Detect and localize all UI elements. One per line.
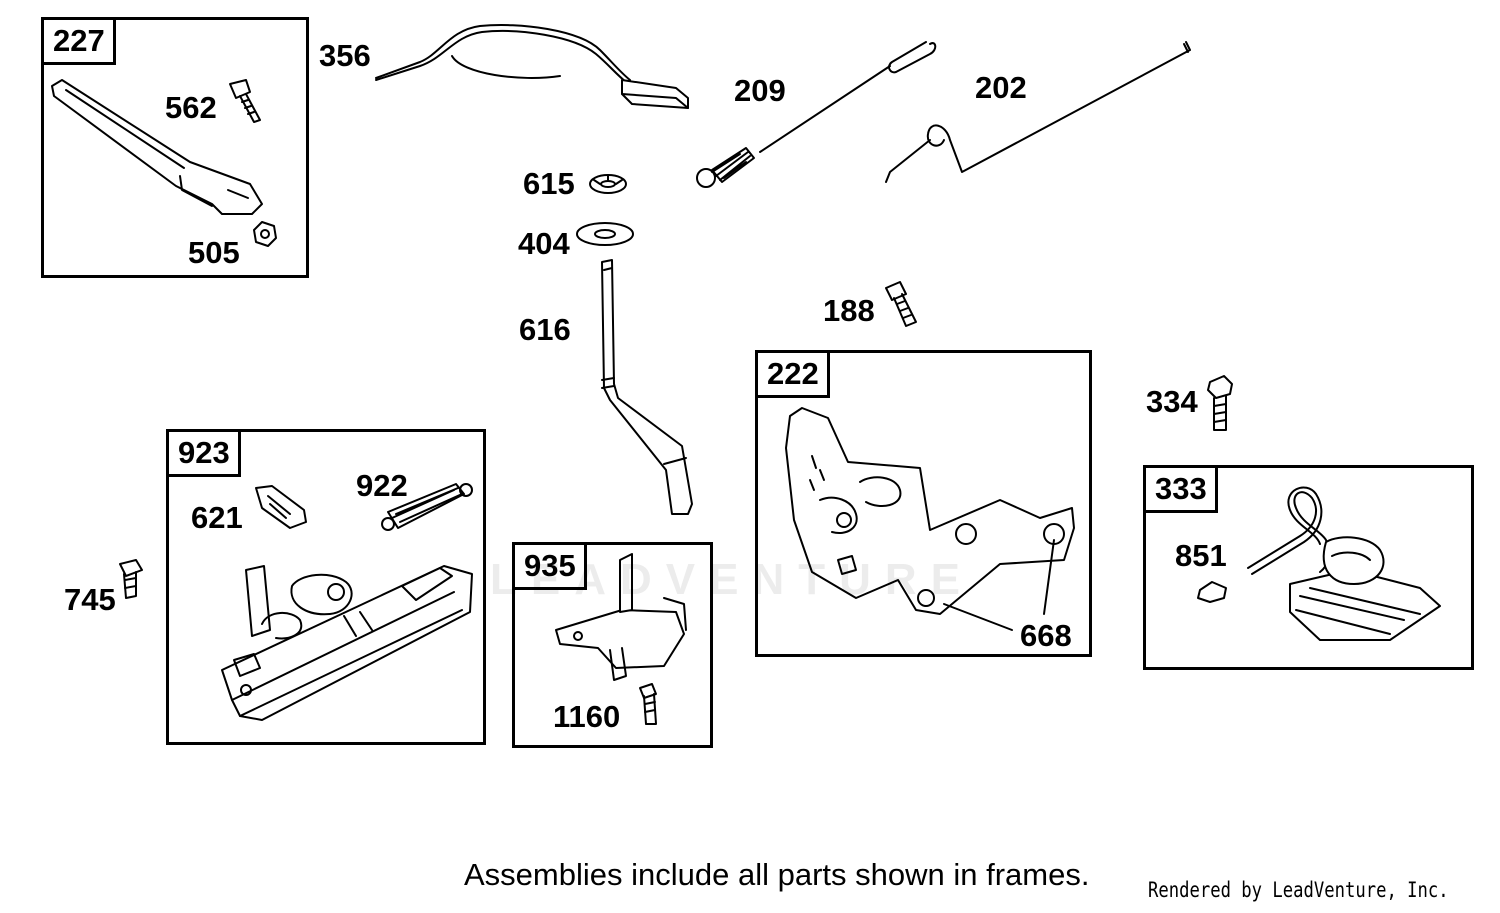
callout-188: 188 bbox=[823, 293, 875, 328]
frame-227-tag: 227 bbox=[41, 17, 116, 65]
render-credit: Rendered by LeadVenture, Inc. bbox=[1148, 878, 1449, 902]
callout-668: 668 bbox=[1020, 618, 1072, 653]
frame-935-tag: 935 bbox=[512, 542, 587, 590]
governor-lever-part bbox=[52, 80, 262, 214]
frame-923-tag: 923 bbox=[166, 429, 241, 477]
callout-562: 562 bbox=[165, 90, 217, 125]
callout-745: 745 bbox=[64, 582, 116, 617]
frame-935: 935 bbox=[512, 542, 713, 748]
callout-356: 356 bbox=[319, 38, 371, 73]
callout-615: 615 bbox=[523, 166, 575, 201]
governor-link-part bbox=[886, 42, 1190, 182]
governor-shaft-part bbox=[602, 260, 692, 514]
governor-spring-part bbox=[697, 42, 935, 187]
frame-227: 227 bbox=[41, 17, 309, 278]
callout-616: 616 bbox=[519, 312, 571, 347]
callout-505: 505 bbox=[188, 235, 240, 270]
frame-222-tag: 222 bbox=[755, 350, 830, 398]
callout-1160: 1160 bbox=[553, 699, 621, 734]
frame-923: 923 bbox=[166, 429, 486, 745]
screw-188-part bbox=[886, 282, 916, 326]
choke-bracket-art bbox=[556, 554, 686, 724]
frame-333-tag: 333 bbox=[1143, 465, 1218, 513]
callout-209: 209 bbox=[734, 73, 786, 108]
ground-wire-part bbox=[376, 25, 688, 108]
screw-745-part bbox=[120, 560, 142, 598]
callout-922: 922 bbox=[356, 468, 408, 503]
frame-333: 333 bbox=[1143, 465, 1474, 670]
callout-404: 404 bbox=[518, 226, 570, 261]
callout-851: 851 bbox=[1175, 538, 1227, 573]
watermark: LEADVENTURE bbox=[490, 555, 975, 604]
assemblies-note: Assemblies include all parts shown in fr… bbox=[464, 857, 1090, 892]
retainer-615-part bbox=[590, 175, 626, 193]
callout-621: 621 bbox=[191, 500, 243, 535]
leader-668-a bbox=[944, 604, 1012, 630]
washer-404-part bbox=[577, 223, 633, 245]
nut-505-part bbox=[254, 222, 276, 246]
leader-668-b bbox=[1044, 540, 1054, 614]
callout-202: 202 bbox=[975, 70, 1027, 105]
ignition-armature-art bbox=[1198, 487, 1440, 640]
bolt-334-part bbox=[1208, 376, 1232, 430]
control-bracket-assembly-art bbox=[222, 484, 472, 720]
frame-222: 222 bbox=[755, 350, 1092, 657]
control-bracket-art bbox=[786, 408, 1074, 614]
callout-334: 334 bbox=[1146, 384, 1198, 419]
screw-562-part bbox=[230, 80, 260, 122]
